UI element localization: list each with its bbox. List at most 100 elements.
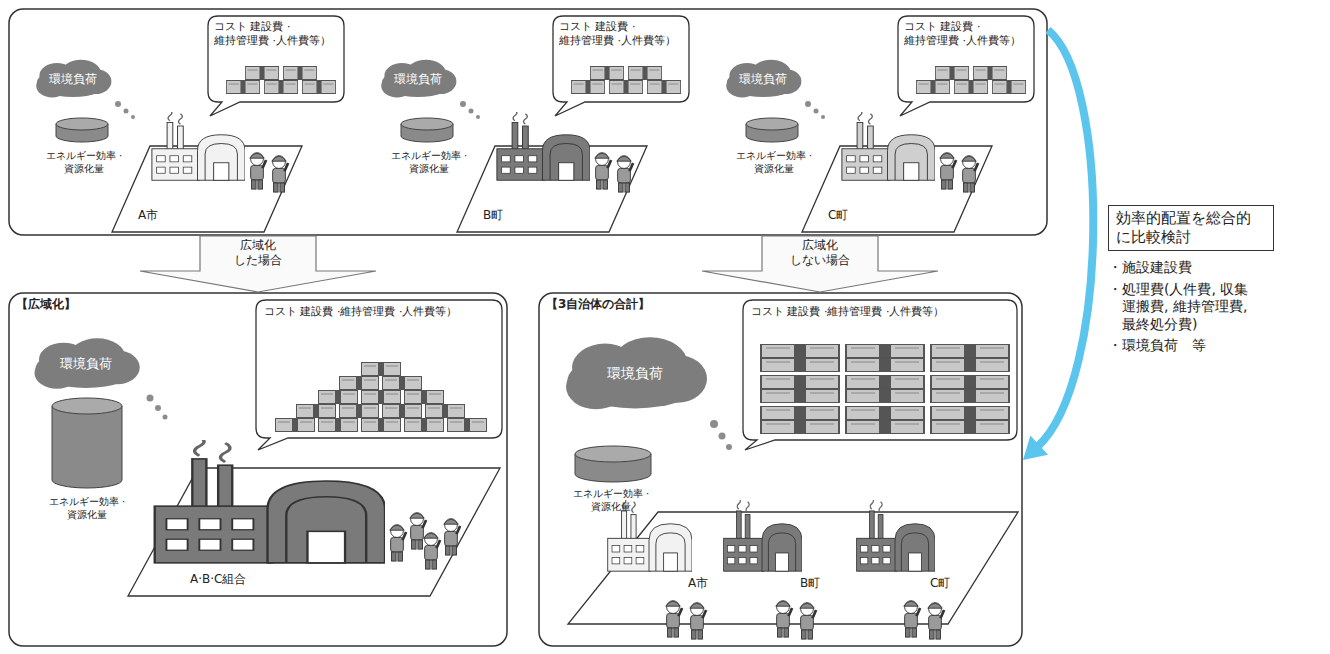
regional-art-part <box>426 405 465 418</box>
block-arrow-shape <box>702 236 938 292</box>
node-text: コスト 建設費 ·維持管理費 ·人件費等） <box>214 20 338 48</box>
note-label: エネルギー効率 ·資源化量 <box>566 488 656 513</box>
town-c-art-part <box>973 67 1006 80</box>
total-art-part <box>761 390 839 403</box>
node-text: 効率的配置を総合的 に比較検討 <box>1116 209 1266 247</box>
node-text: 【広域化】 <box>16 297 76 312</box>
cloud-shape <box>381 60 456 98</box>
block-arrow <box>702 236 938 292</box>
total-art-part <box>931 407 1009 420</box>
total-art-part <box>726 444 732 450</box>
text-slot: コスト 建設費 ·維持管理費 ·人件費等） <box>751 305 1009 319</box>
text-slot: A市 <box>688 576 708 591</box>
panel-border <box>9 9 1047 235</box>
arrow-label: 広域化 しない場合 <box>784 238 856 268</box>
regional-art-part <box>362 391 401 404</box>
cloud-shape <box>34 338 139 388</box>
node-text: C町 <box>930 576 950 591</box>
regional-art-part <box>147 395 154 402</box>
scenario-panel-outline <box>538 292 1023 647</box>
impact-cloud: 環境負荷 <box>30 336 142 392</box>
node-text: A·B·C組合 <box>190 572 246 587</box>
regional-art-part <box>448 419 487 432</box>
total-art-part <box>846 407 924 420</box>
total-art-part <box>761 359 839 372</box>
scenario-panel: 環境負荷 コスト 建設費 ·維持管理費 ·人件費等） A市 環境負荷 コスト 建設費 ·… <box>8 8 1048 236</box>
town-b-art-part <box>609 81 642 94</box>
platform-shape <box>128 468 500 596</box>
total-art-part <box>575 446 651 462</box>
text-slot: 環境負荷 <box>560 334 710 414</box>
town-c-art-part <box>935 67 968 80</box>
platform-shape <box>112 146 302 232</box>
town-b-art-part <box>460 101 466 107</box>
town-b-art-part <box>628 67 661 80</box>
regional-art-part <box>362 363 401 376</box>
town-b-art-part <box>571 81 604 94</box>
site-platform-outline <box>568 512 1018 624</box>
total-art-part <box>846 390 924 403</box>
text-slot: C町 <box>930 576 950 591</box>
total-art-part <box>846 421 924 434</box>
regional-art-part <box>276 419 315 432</box>
town-c-art-part <box>746 118 798 130</box>
total-art-part <box>761 407 839 420</box>
node-text: B町 <box>800 576 820 591</box>
regional-art-part <box>383 377 422 390</box>
cost-bubble-outline <box>743 300 1017 450</box>
town-b-art-part <box>590 67 623 80</box>
regional-art-part <box>405 391 444 404</box>
total-art-part <box>846 376 924 389</box>
node-text: B町 <box>483 208 503 223</box>
node-text: コスト 建設費 ·維持管理費 ·人件費等） <box>904 20 1028 48</box>
cost-bubble: コスト 建設費 ·維持管理費 ·人件費等） <box>208 16 344 116</box>
text-slot: 環境負荷 <box>378 58 458 100</box>
text-slot: ・処理費(人件費, 収集 運搬費, 維持管理費, 最終処分費) <box>1108 281 1283 334</box>
regional-art-part <box>405 419 444 432</box>
impact-cloud: 環境負荷 <box>723 58 803 100</box>
town-a-art-part <box>56 118 108 130</box>
text-slot: エネルギー効率 ·資源化量 <box>389 150 469 175</box>
node-text: 【3自治体の合計】 <box>546 297 650 312</box>
text-slot: 広域化 した場合 <box>222 238 294 268</box>
text-slot: コスト 建設費 ·維持管理費 ·人件費等） <box>904 20 1028 48</box>
total-art-part <box>931 345 1009 358</box>
site-platform: A·B·C組合 <box>128 468 500 596</box>
regional-art-part <box>155 405 161 411</box>
platform-shape <box>457 146 647 232</box>
bullet-note: ・環境負荷 等 <box>1108 337 1283 355</box>
node-text: A市 <box>138 208 158 223</box>
method-box: 効率的配置を総合的 に比較検討 <box>1108 205 1274 251</box>
bubble-shape <box>553 16 689 116</box>
site-platform: C町 <box>802 146 992 232</box>
node-text: A市 <box>688 576 708 591</box>
text-slot: A市 <box>138 208 158 223</box>
town-a-art-part <box>245 67 278 80</box>
scenario-panel-outline <box>8 292 508 647</box>
cost-bubble: コスト 建設費 ·維持管理費 ·人件費等） <box>743 300 1017 450</box>
total-art-part <box>931 359 1009 372</box>
total-art-part <box>931 421 1009 434</box>
bullet-note: ・施設建設費 <box>1108 259 1283 277</box>
impact-cloud: 環境負荷 <box>378 58 458 100</box>
bubble-shape <box>898 16 1034 116</box>
regional-art-part <box>319 419 358 432</box>
town-a-art-part <box>226 81 259 94</box>
town-b-art-part <box>401 118 453 130</box>
town-b-art-part <box>476 115 480 119</box>
site-platform: B町 <box>457 146 647 232</box>
site-platform: A市 <box>112 146 302 232</box>
text-slot: ・施設建設費 <box>1108 259 1283 277</box>
node-text: 環境負荷 <box>60 356 112 372</box>
text-slot: コスト 建設費 ·維持管理費 ·人件費等） <box>559 20 683 48</box>
node-text: コスト 建設費 ·維持管理費 ·人件費等） <box>559 20 683 48</box>
arrow-label: 広域化 した場合 <box>222 238 294 268</box>
regional-art-part <box>340 405 379 418</box>
impact-cloud: 環境負荷 <box>33 58 113 100</box>
text-slot: コスト 建設費 ·維持管理費 ·人件費等） <box>264 305 494 319</box>
note-label: エネルギー効率 ·資源化量 <box>40 496 134 521</box>
panel-border <box>9 293 507 646</box>
text-slot: C町 <box>828 208 848 223</box>
cloud-shape <box>566 337 707 409</box>
bubble-shape <box>208 16 344 116</box>
